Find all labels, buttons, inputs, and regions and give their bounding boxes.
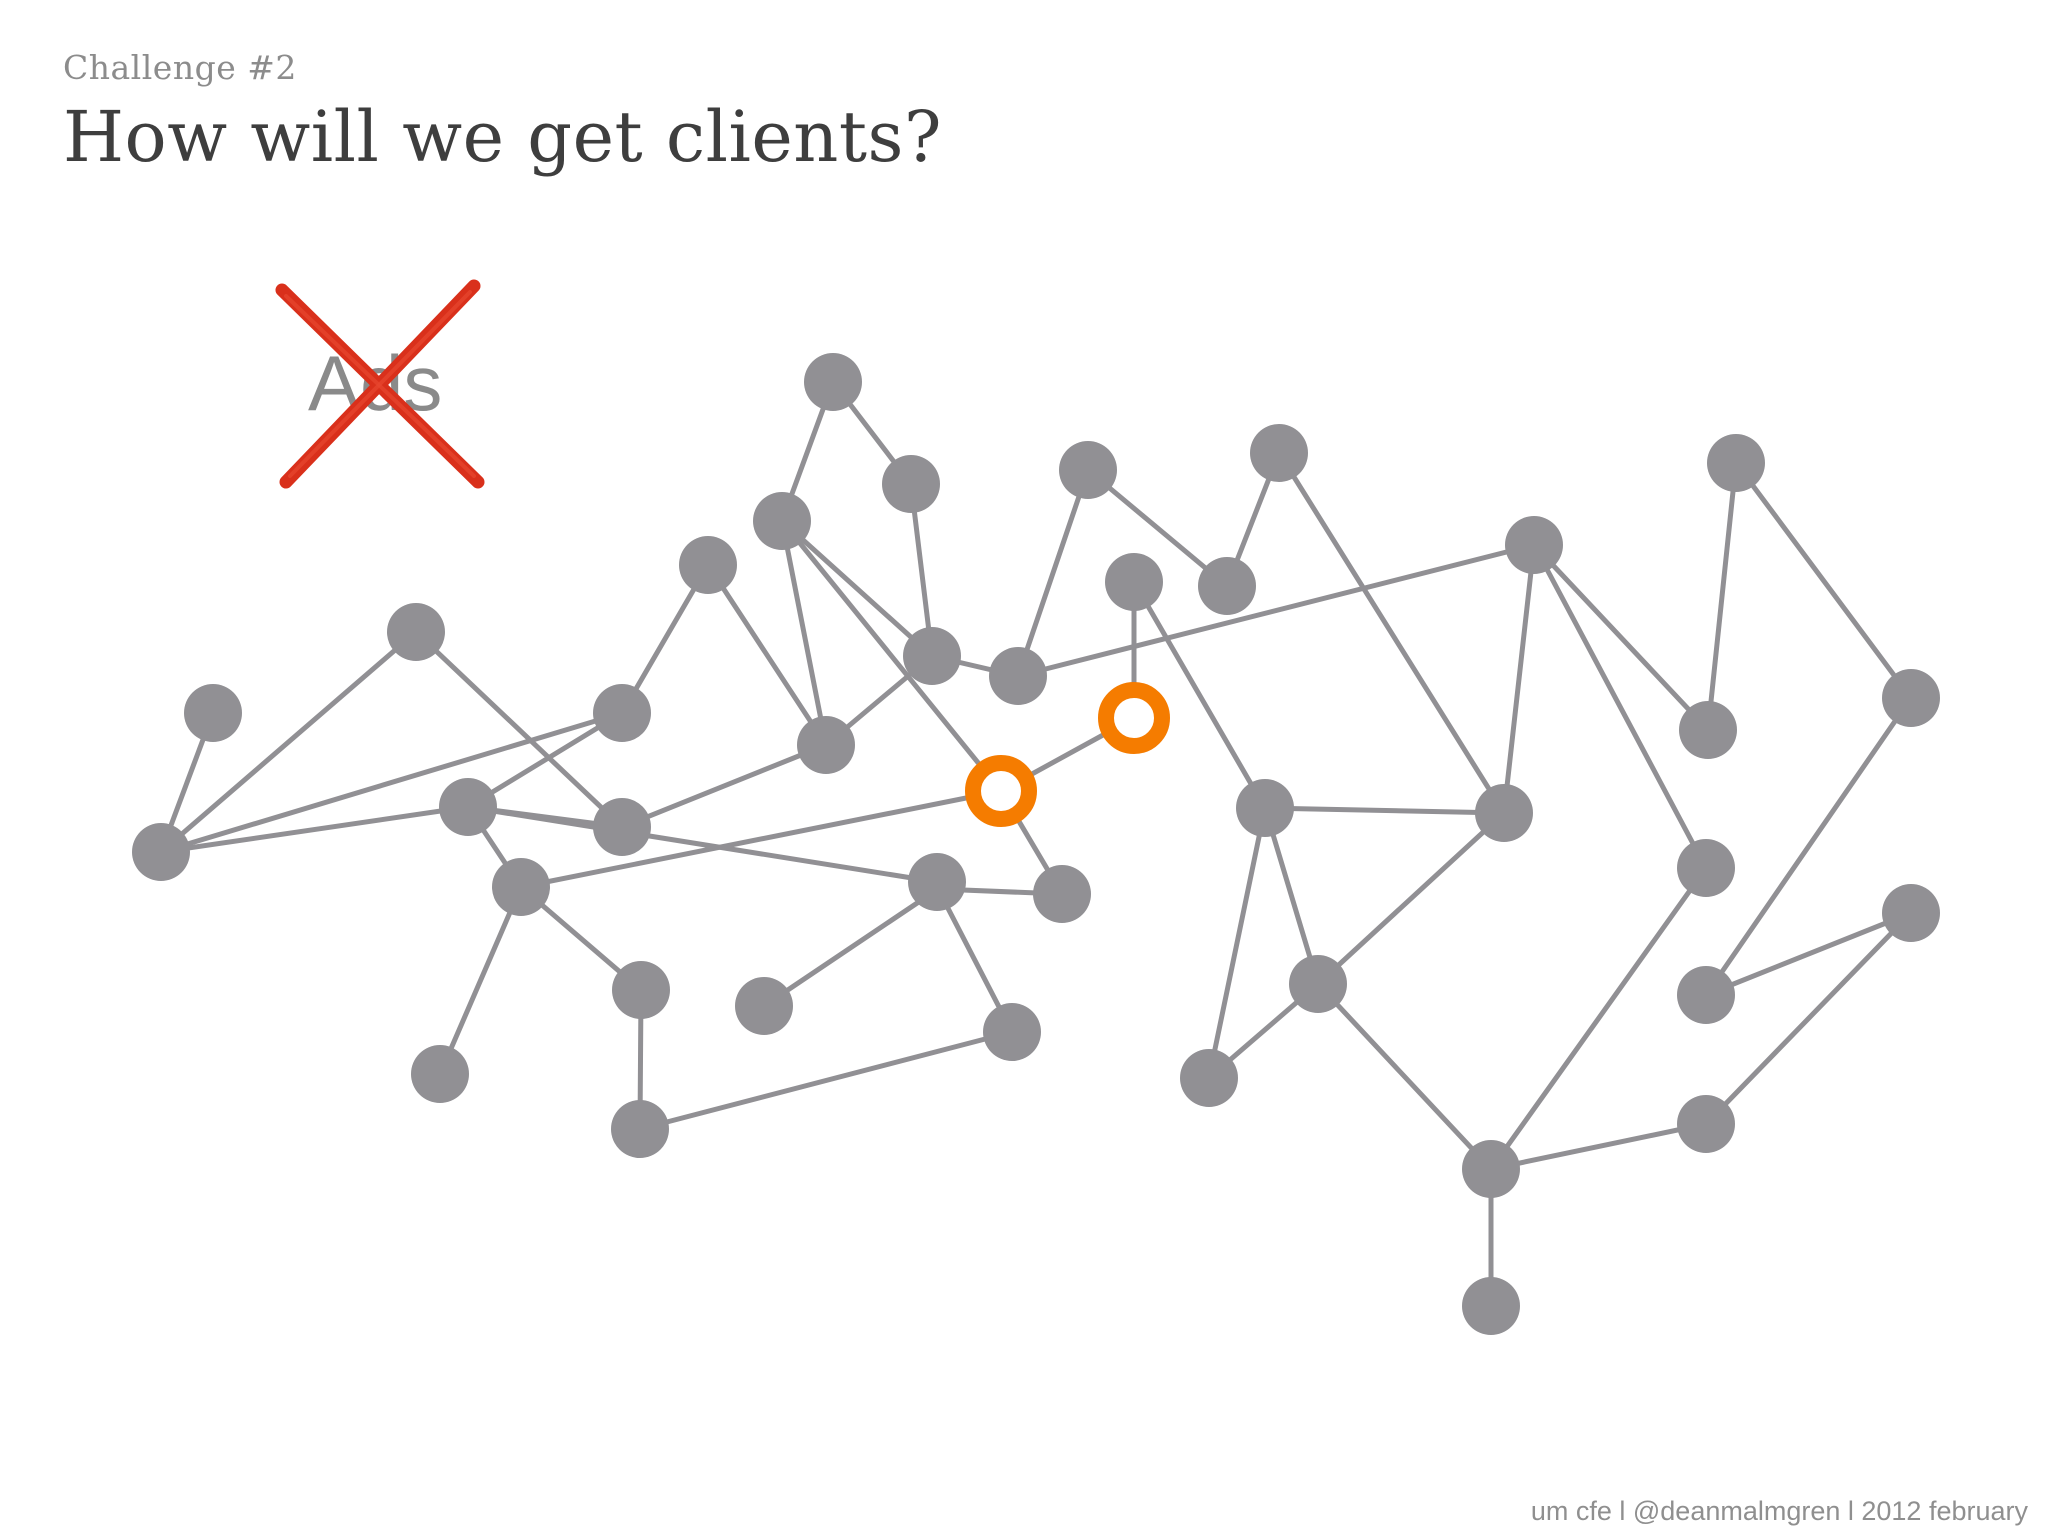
network-node [679, 536, 737, 594]
network-edge [158, 710, 625, 855]
network-node [1033, 865, 1091, 923]
network-edge [1501, 542, 1537, 816]
network-node [989, 647, 1047, 705]
network-edge [1131, 579, 1268, 811]
network-edge [1531, 542, 1709, 871]
network-node [492, 858, 550, 916]
network-node [387, 603, 445, 661]
network-edge [437, 884, 524, 1077]
network-node [1250, 424, 1308, 482]
network-edge [1315, 981, 1494, 1172]
network-edge [465, 804, 940, 885]
network-edge [158, 804, 471, 855]
network-node [1198, 557, 1256, 615]
network-node [1677, 1095, 1735, 1153]
network-edge [761, 886, 941, 1009]
network-node [1236, 779, 1294, 837]
network-edge [1531, 542, 1711, 733]
network-edge [637, 1029, 1015, 1132]
network-node [983, 1003, 1041, 1061]
network-node [132, 823, 190, 881]
network-edge [413, 629, 625, 830]
network-edge [1705, 460, 1739, 733]
network-edge [1703, 910, 1914, 1127]
network-edge [1488, 1121, 1709, 1172]
network-edge [1015, 467, 1091, 679]
network-node [1059, 441, 1117, 499]
network-edge [1206, 805, 1268, 1081]
network-edge [779, 518, 935, 659]
network-node [612, 961, 670, 1019]
network-node [1707, 434, 1765, 492]
network-node [908, 853, 966, 911]
network-edge [465, 710, 625, 810]
network-node [611, 1100, 669, 1158]
network-edge [158, 629, 419, 855]
network-node [1882, 669, 1940, 727]
network-edge [619, 742, 829, 830]
highlighted-node [1098, 682, 1170, 754]
network-node [593, 798, 651, 856]
network-edge [1703, 695, 1914, 998]
crossed-out-ads: Ads [275, 279, 485, 489]
network-edge [705, 562, 829, 748]
network-node [735, 977, 793, 1035]
slide-kicker: Challenge #2 [63, 48, 297, 87]
network-node [1677, 839, 1735, 897]
network-nodes [132, 353, 1940, 1335]
network-edge [1315, 810, 1507, 987]
network-edge [1085, 467, 1230, 589]
network-edge [1488, 865, 1709, 1172]
network-edge [1703, 910, 1914, 998]
network-node [1462, 1277, 1520, 1335]
network-node [1679, 701, 1737, 759]
network-edge [779, 518, 1004, 794]
red-x-icon [275, 279, 485, 489]
network-edge [1015, 542, 1537, 679]
network-node [1475, 784, 1533, 842]
network-node [882, 455, 940, 513]
network-edge [779, 518, 829, 748]
network-node [797, 716, 855, 774]
network-edge [1733, 460, 1914, 701]
network-node [1105, 553, 1163, 611]
slide-footer: um cfe l @deanmalmgren l 2012 february [1530, 1496, 2028, 1526]
highlighted-node [965, 755, 1037, 827]
network-node [1289, 955, 1347, 1013]
network-node [439, 778, 497, 836]
network-node [411, 1045, 469, 1103]
network-edge [1276, 450, 1507, 816]
network-node [1677, 966, 1735, 1024]
network-node [593, 684, 651, 742]
network-node [184, 684, 242, 742]
network-edge [1262, 805, 1507, 816]
network-node [804, 353, 862, 411]
network-node [903, 627, 961, 685]
network-node [1882, 884, 1940, 942]
network-node [1180, 1049, 1238, 1107]
network-edges [158, 379, 1914, 1309]
network-node [1462, 1140, 1520, 1198]
network-node [753, 492, 811, 550]
network-edge [518, 788, 1004, 890]
network-edge [1262, 805, 1321, 987]
network-node [1505, 516, 1563, 574]
slide-title: How will we get clients? [63, 96, 942, 178]
